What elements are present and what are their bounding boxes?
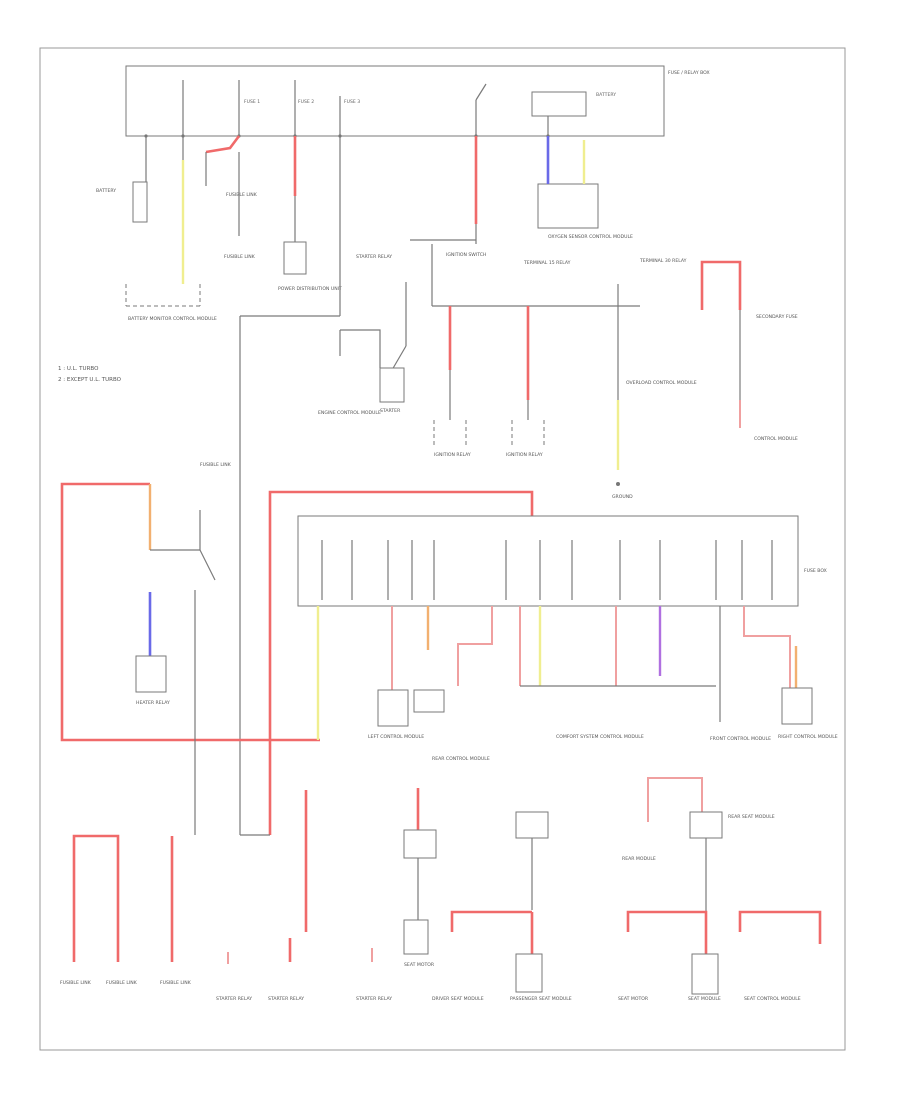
bottom-label-9: SEAT MODULE [688, 996, 721, 1002]
svg-text:FUSIBLE LINK: FUSIBLE LINK [200, 462, 232, 468]
oxygen-sensor-label: OXYGEN SENSOR CONTROL MODULE [548, 234, 633, 240]
bottom-label-8: SEAT MOTOR [618, 996, 649, 1002]
ignition-relay-2-label: IGNITION RELAY [506, 452, 543, 458]
ground-label: GROUND [612, 494, 633, 500]
front-module-label: FRONT CONTROL MODULE [710, 736, 771, 742]
fuse-1-label: FUSIBLE LINK [226, 192, 258, 198]
svg-text:IGNITION SWITCH: IGNITION SWITCH [446, 252, 486, 258]
svg-text:CONTROL MODULE: CONTROL MODULE [754, 436, 798, 442]
starter-label: STARTER [380, 408, 401, 414]
battery-symbol [132, 181, 148, 223]
secondary-fuse-label: SECONDARY FUSE [756, 314, 798, 320]
right-module-box [781, 687, 813, 725]
bottom-label-4: STARTER RELAY [216, 996, 252, 1002]
svg-text:TERMINAL 15 RELAY: TERMINAL 15 RELAY [523, 260, 571, 266]
bottom-label-2: FUSIBLE LINK [106, 980, 138, 986]
page-frame [39, 47, 846, 1051]
comfort-module-label: COMFORT SYSTEM CONTROL MODULE [556, 734, 644, 740]
bottom-label-3: FUSIBLE LINK [160, 980, 192, 986]
right-module-label: RIGHT CONTROL MODULE [778, 734, 838, 740]
power-fuse-box [297, 515, 799, 607]
bottom-label-7: SEAT MOTOR [404, 962, 435, 968]
legend-item-2: 2 : EXCEPT U.L. TURBO [58, 377, 122, 383]
terminal-30-label: TERMINAL 30 RELAY [639, 258, 687, 264]
top-panel-fuses: FUSE 1 FUSE 2 FUSE 3 BATTERY [182, 80, 616, 136]
svg-text:FUSE 3: FUSE 3 [344, 99, 360, 105]
ignition-relay-1-label: IGNITION RELAY [434, 452, 471, 458]
overload-label: OVERLOAD CONTROL MODULE [626, 380, 697, 386]
power-fuse-box-label: FUSE BOX [804, 568, 827, 574]
heater-relay-label: HEATER RELAY [136, 700, 170, 706]
starter-box [379, 367, 405, 403]
starter-relay-label: STARTER RELAY [356, 254, 392, 260]
bottom-label-5: STARTER RELAY [268, 996, 304, 1002]
bottom-labels: FUSIBLE LINK FUSIBLE LINK FUSIBLE LINK S… [60, 814, 775, 1002]
battery-label: BATTERY [96, 188, 116, 194]
left-module-box [377, 689, 409, 727]
svg-text:REAR CONTROL MODULE: REAR CONTROL MODULE [432, 756, 490, 762]
bottom-label-6: STARTER RELAY [356, 996, 392, 1002]
svg-text:FUSE 1: FUSE 1 [244, 99, 260, 105]
seat-module-label: SEAT CONTROL MODULE [744, 996, 801, 1002]
power-unit-label: POWER DISTRIBUTION UNIT [278, 286, 342, 292]
fuse-2-label: FUSIBLE LINK [224, 254, 256, 260]
svg-text:FUSE 2: FUSE 2 [298, 99, 314, 105]
legend-item-1: 1 : U.L. TURBO [58, 366, 99, 372]
heater-relay-box [135, 655, 167, 693]
driver-seat-label: DRIVER SEAT MODULE [432, 996, 484, 1002]
bottom-label-10: REAR MODULE [622, 856, 656, 862]
fuse-box-fuses [321, 540, 773, 600]
svg-text:BATTERY: BATTERY [596, 92, 616, 98]
bottom-label-1: FUSIBLE LINK [60, 980, 92, 986]
top-panel-label: FUSE / RELAY BOX [668, 70, 710, 76]
bottom-label-11: REAR SEAT MODULE [728, 814, 775, 820]
passenger-seat-label: PASSENGER SEAT MODULE [510, 996, 572, 1002]
battery-monitor-label: BATTERY MONITOR CONTROL MODULE [128, 316, 217, 322]
engine-module-label: ENGINE CONTROL MODULE [318, 410, 381, 416]
left-module-label: LEFT CONTROL MODULE [368, 734, 424, 740]
engine-module-box [537, 183, 599, 229]
power-unit-box [283, 241, 307, 275]
